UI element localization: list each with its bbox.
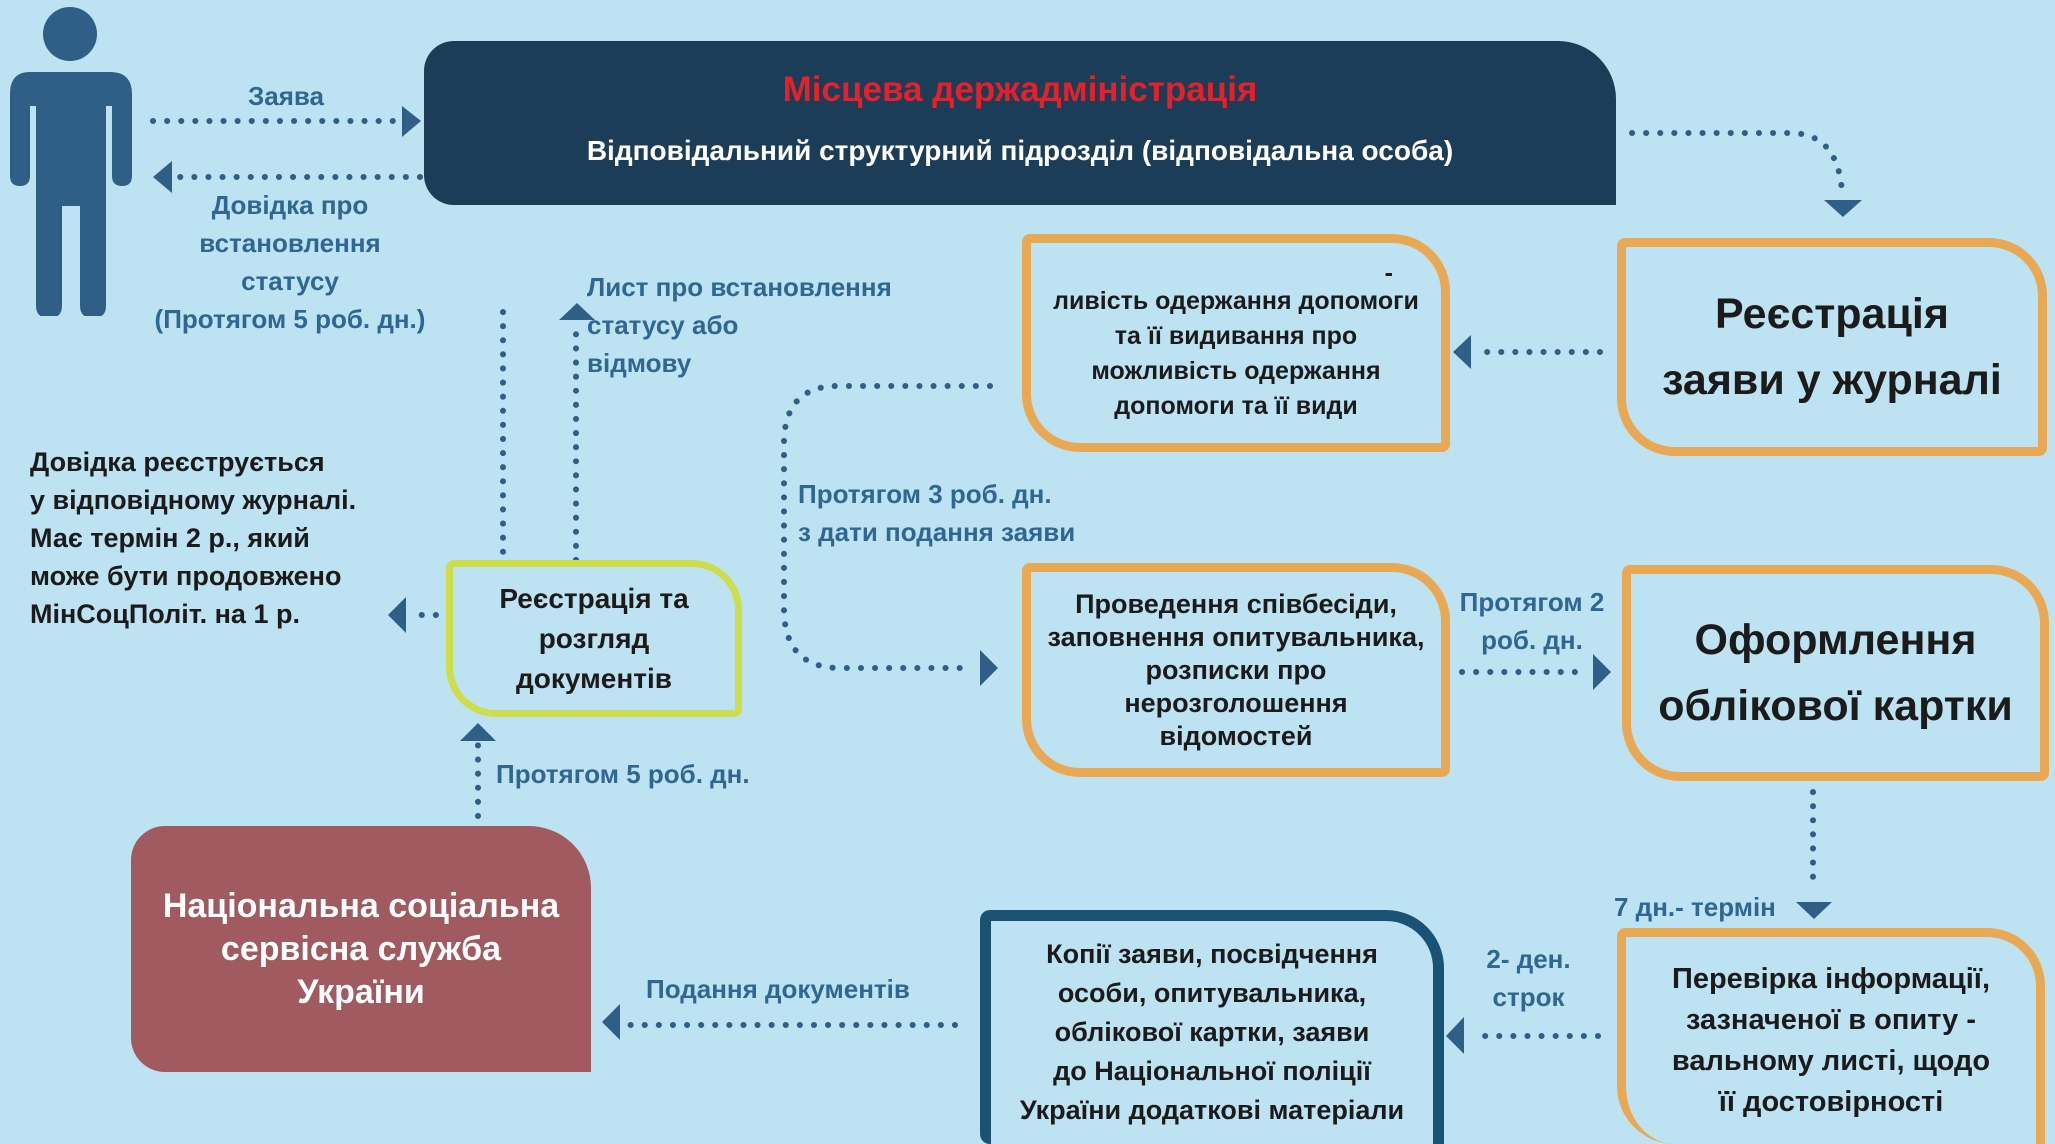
label-dovidka: Довідка про встановлення статусу (Протяг… [154,190,426,334]
header-title: Місцева держадміністрація [782,70,1258,109]
box-review: Реєстрація та розгляд документів [446,560,742,717]
arrowhead-info [1453,335,1471,369]
arrowhead-nsss [602,1004,620,1040]
box-registration: Реєстрація заяви у журналі [1617,238,2047,456]
box-interview: Проведення співбесіди, заповнення опитув… [1022,563,1450,777]
arrowhead-registration [1824,200,1862,217]
person-icon [10,7,132,316]
arrowhead-copies [1446,1017,1464,1054]
box-card: Оформлення облікової картки [1622,565,2049,781]
label-term-3-days: Протягом 3 роб. дн. з дати подання заяви [798,479,1076,547]
label-term-2-den: 2- ден. строк [1486,944,1571,1012]
label-term-7-days: 7 дн.- термін [1614,892,1776,922]
arrow-to-interview [781,383,993,671]
arrowhead-zayava [402,106,421,137]
arrowhead-card [1593,654,1611,690]
arrowhead-dovidka [153,161,172,193]
arrowhead-lyst [559,303,595,320]
header-panel: Місцева держадміністрація Відповідальний… [424,41,1616,205]
arrow-to-registration [1629,130,1845,195]
arrowhead-note [388,597,406,633]
header-subtitle: Відповідальний структурний підрозділ (ві… [586,135,1454,166]
label-term-2-days: Протягом 2 роб. дн. [1459,587,1605,655]
box-nsss: Національна соціальна сервісна служба Ук… [131,826,591,1072]
label-lyst: Лист про встановлення статусу або відмов… [587,272,892,378]
box-check: Перевірка інформації, зазначеної в опиту… [1617,928,2045,1144]
label-zayava: Заява [248,81,325,111]
arrowhead-check [1796,902,1832,919]
label-term-5-days: Протягом 5 роб. дн. [496,759,750,789]
arrowhead-review [460,723,496,741]
note-text: Довідка реєструється у відповідному журн… [30,447,357,629]
box-info: - ливість одержання допомоги та її видив… [1022,234,1450,452]
label-podannia: Подання документів [646,974,910,1004]
box-copies: Копії заяви, посвідчення особи, опитувал… [980,910,1444,1144]
arrowhead-interview [980,650,998,686]
